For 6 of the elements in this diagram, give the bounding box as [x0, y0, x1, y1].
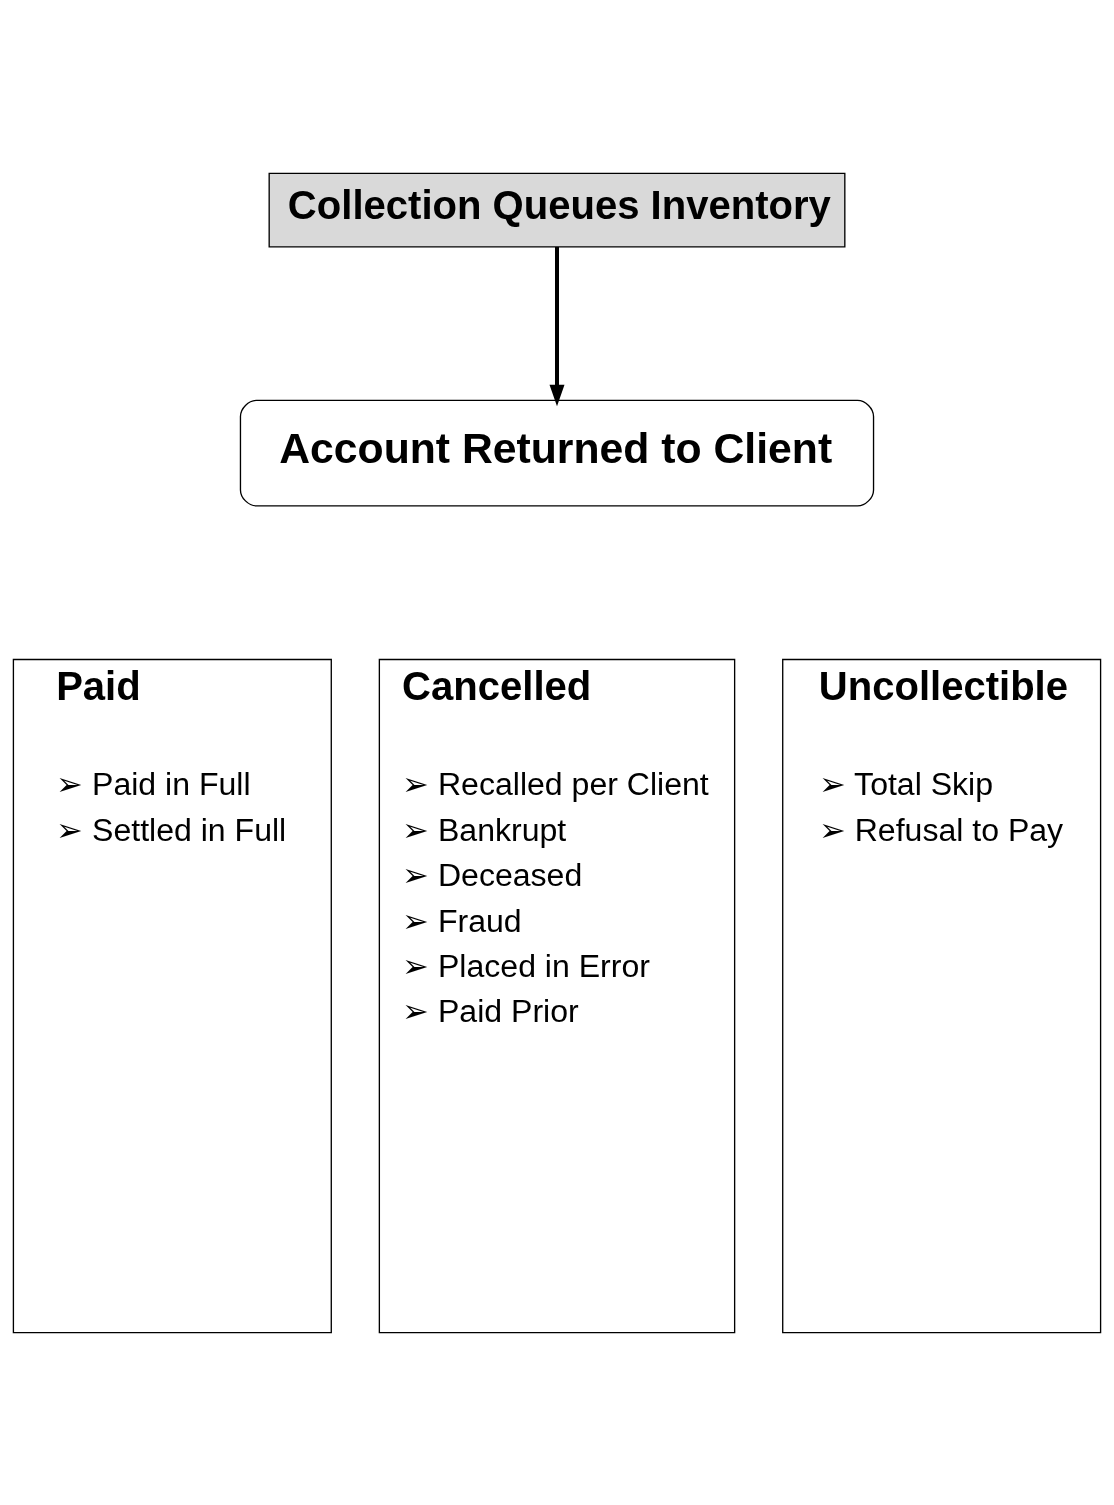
- node-box: Paid ➢ Paid in Full ➢ Settled in Full: [12, 658, 332, 1333]
- node-box: Collection Queues Inventory: [268, 172, 846, 247]
- arrow: [549, 246, 565, 406]
- node-box: Uncollectible ➢ Total Skip ➢ Refusal to Pay: [782, 658, 1102, 1333]
- node-box: Cancelled ➢ Recalled per Client ➢ Bankrupt ➢ Deceased ➢ Fraud ➢ Placed in Error ➢ Paid Prior: [378, 658, 736, 1333]
- node-box: Account Returned to Client: [239, 399, 875, 507]
